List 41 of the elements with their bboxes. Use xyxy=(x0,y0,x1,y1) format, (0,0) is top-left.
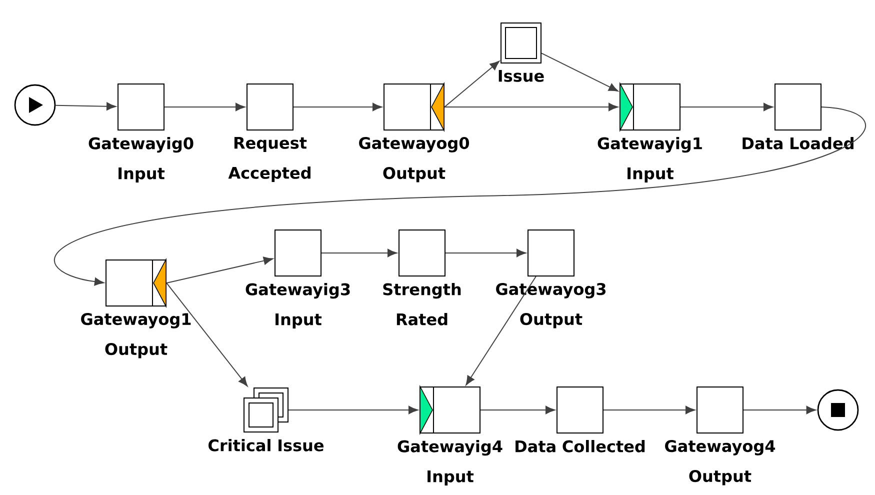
arrow xyxy=(444,102,618,112)
arrow xyxy=(603,406,696,414)
node-label: Data Collected xyxy=(516,440,645,452)
arrow xyxy=(743,406,816,414)
multiple-instance-task-box: Critical Issue xyxy=(208,388,324,452)
arrow xyxy=(480,406,556,414)
node-label: Critical Issue xyxy=(208,438,324,452)
task-box: Request Accepted xyxy=(228,84,310,182)
arrow xyxy=(166,256,274,284)
end-circle xyxy=(817,389,859,431)
arrow xyxy=(680,102,774,112)
arrow xyxy=(293,102,382,112)
arrow xyxy=(541,52,618,92)
arrow xyxy=(166,282,248,386)
node-label: Request Accepted xyxy=(228,136,310,182)
node-label: Gatewayig1 Input xyxy=(598,137,702,182)
arrow xyxy=(288,406,418,414)
arrow xyxy=(444,60,500,108)
composite-task-box: Issue xyxy=(498,22,544,82)
arrow xyxy=(164,102,246,112)
arrow xyxy=(321,248,398,258)
task-box: Gatewayog4 Output xyxy=(665,386,776,486)
node-label: Gatewayog1 Output xyxy=(81,312,191,358)
task-box: Data Loaded xyxy=(742,84,854,150)
arrow xyxy=(445,248,526,258)
node-label: Strength Rated xyxy=(383,282,461,326)
task-box: Gatewayig0 Input xyxy=(88,84,194,182)
task-box: Gatewayig3 Input xyxy=(246,230,350,328)
arrow xyxy=(54,106,866,286)
node-label: Gatewayig4 Input xyxy=(398,440,502,486)
task-box: Data Collected xyxy=(516,386,645,452)
arrow xyxy=(55,102,116,110)
node-label: Gatewayog4 Output xyxy=(665,440,776,486)
node-label: Gatewayig3 Input xyxy=(246,282,350,328)
node-label: Gatewayog0 Output xyxy=(359,137,470,182)
arrow xyxy=(466,276,536,386)
node-label: Gatewayig0 Input xyxy=(88,137,194,182)
start-circle xyxy=(14,84,56,126)
node-label: Data Loaded xyxy=(742,137,854,150)
node-label: Issue xyxy=(498,70,544,82)
task-box: Strength Rated xyxy=(383,230,461,326)
